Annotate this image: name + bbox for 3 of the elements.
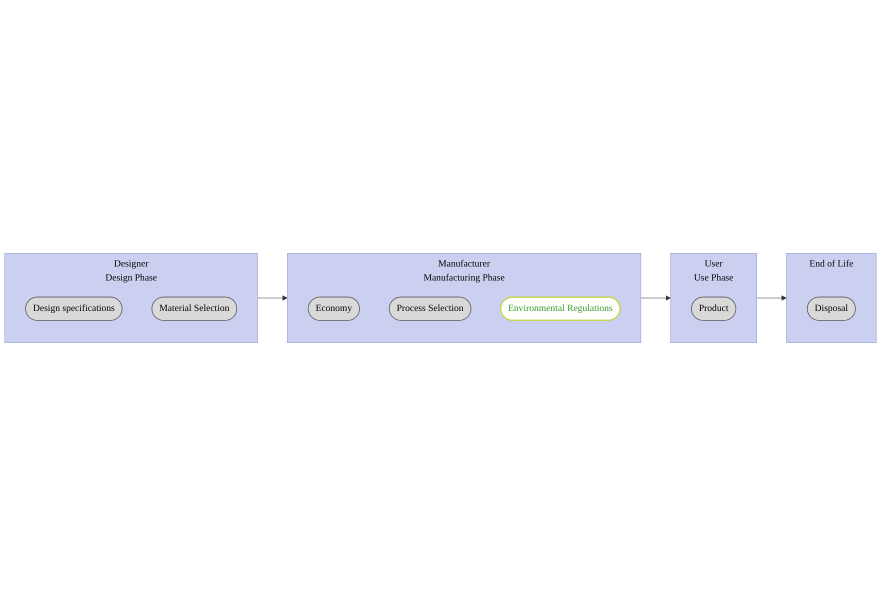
arrow xyxy=(756,295,787,301)
arrow xyxy=(257,295,288,301)
arrow xyxy=(640,295,671,301)
